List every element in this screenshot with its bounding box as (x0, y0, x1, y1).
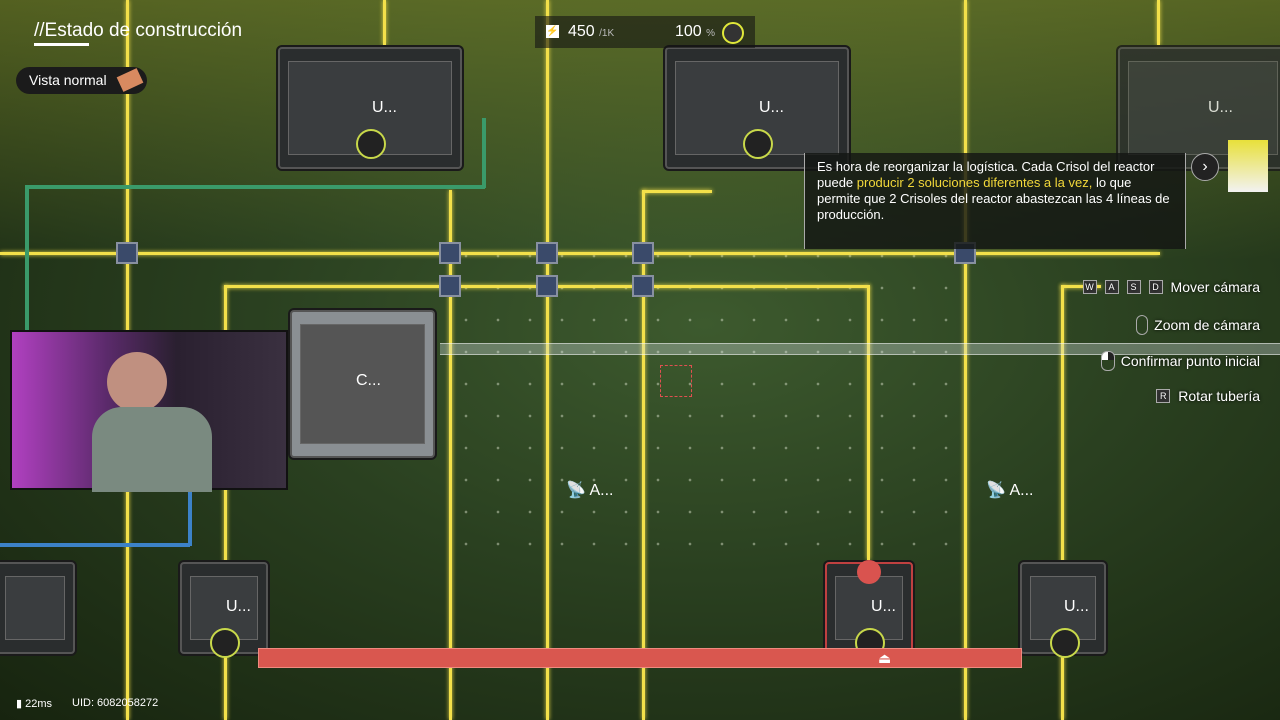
view-mode-label: Vista normal (29, 72, 107, 88)
hint-confirm-start: Confirmar punto inicial (1100, 351, 1260, 371)
green-pipe (25, 185, 29, 345)
pipe (224, 285, 227, 720)
ping-indicator: ▮ 22ms (16, 697, 52, 710)
pipe (642, 190, 645, 720)
warning-icon (857, 560, 881, 584)
hint-zoom-camera: Zoom de cámara (1136, 315, 1260, 335)
character-avatar (1228, 140, 1268, 192)
antenna-icon: 📡 (566, 482, 586, 499)
pipe (1061, 285, 1101, 288)
build-area-boundary (258, 648, 1022, 668)
blue-pipe (188, 490, 192, 546)
pipe-junction[interactable] (536, 275, 558, 297)
power-value: 450 (568, 23, 595, 40)
building-label: U... (1064, 598, 1089, 615)
pipe-junction[interactable] (116, 242, 138, 264)
unit-building[interactable]: U... (1020, 562, 1106, 658)
title-underline (34, 43, 89, 46)
pipe-junction[interactable] (439, 242, 461, 264)
view-mode-button[interactable]: Vista normal (16, 67, 147, 94)
building-label: U... (372, 99, 397, 116)
placement-cursor[interactable] (660, 365, 692, 397)
storage-icon (722, 22, 744, 44)
green-pipe (25, 185, 485, 189)
hint-label: Zoom de cámara (1154, 317, 1260, 333)
building-label: C... (356, 372, 381, 389)
pipe (1061, 285, 1064, 720)
webcam-overlay (10, 330, 288, 492)
key-a: A (1104, 280, 1119, 294)
building-label: U... (1208, 99, 1233, 116)
conveyor-belt (440, 343, 1280, 355)
pipe (383, 0, 386, 45)
dialog-text: Es hora de reorganizar la logística. Cad… (817, 159, 1155, 190)
pipe (546, 0, 549, 720)
hint-rotate-pipe: R Rotar tubería (1156, 388, 1260, 404)
crucible-building[interactable]: C... (290, 310, 435, 458)
antenna-building[interactable]: 📡 A... (566, 480, 614, 500)
building-label: A... (1009, 482, 1034, 499)
unit-building[interactable]: U... (278, 47, 462, 169)
key-s: S (1126, 280, 1141, 294)
building-label: A... (589, 482, 614, 499)
dialog-highlight: producir 2 soluciones diferentes a la ve… (856, 175, 1093, 190)
resource-bar (535, 16, 755, 48)
pipe (964, 0, 967, 720)
dialog-text: lo que permite que 2 Crisoles del reacto… (817, 175, 1170, 222)
mouse-left-icon (1100, 351, 1115, 371)
pipe (449, 190, 452, 720)
tutorial-dialog: Es hora de reorganizar la logística. Cad… (804, 153, 1186, 249)
key-r: R (1156, 389, 1171, 403)
unit-building[interactable] (0, 562, 75, 654)
pipe-junction[interactable] (536, 242, 558, 264)
ping-value: 22ms (25, 698, 53, 710)
pipe (0, 252, 1160, 255)
antenna-building[interactable]: 📡 A... (986, 480, 1034, 500)
building-label: U... (871, 598, 896, 615)
streamer-body (92, 407, 212, 492)
resource-icon (1050, 628, 1080, 658)
power-max: /1K (599, 28, 615, 39)
green-pipe (482, 118, 486, 188)
next-dialog-button[interactable]: › (1191, 153, 1219, 181)
unit-building[interactable]: U... (665, 47, 849, 169)
key-w: W (1082, 280, 1097, 294)
pipe-junction[interactable] (439, 275, 461, 297)
pipe (642, 190, 712, 193)
resource-icon (210, 628, 240, 658)
streamer-face (107, 352, 167, 412)
eject-icon[interactable]: ⏏ (878, 650, 892, 666)
key-d: D (1148, 280, 1163, 294)
placement-grid[interactable] (450, 240, 970, 560)
resource-icon (743, 129, 773, 159)
antenna-icon: 📡 (986, 482, 1006, 499)
pipe-junction[interactable] (632, 242, 654, 264)
pipe (1157, 0, 1160, 45)
book-icon (116, 68, 143, 92)
signal-icon: ▮ (16, 698, 23, 710)
percent-unit: % (706, 28, 716, 39)
mouse-wheel-icon (1136, 315, 1149, 335)
building-label: U... (759, 99, 784, 116)
unit-building[interactable]: U... (180, 562, 268, 658)
building-label: U... (226, 598, 251, 615)
pipe (867, 285, 870, 560)
hint-label: Mover cámara (1170, 279, 1260, 295)
pipe-junction[interactable] (632, 275, 654, 297)
power-icon: ⚡ (546, 25, 559, 38)
hint-label: Confirmar punto inicial (1120, 353, 1260, 369)
user-uid: UID: 6082058272 (72, 697, 159, 709)
page-title: //Estado de construcción (34, 20, 243, 41)
blue-pipe (0, 543, 190, 547)
resource-icon (356, 129, 386, 159)
hint-label: Rotar tubería (1178, 388, 1260, 404)
percent-value: 100 (675, 23, 702, 40)
